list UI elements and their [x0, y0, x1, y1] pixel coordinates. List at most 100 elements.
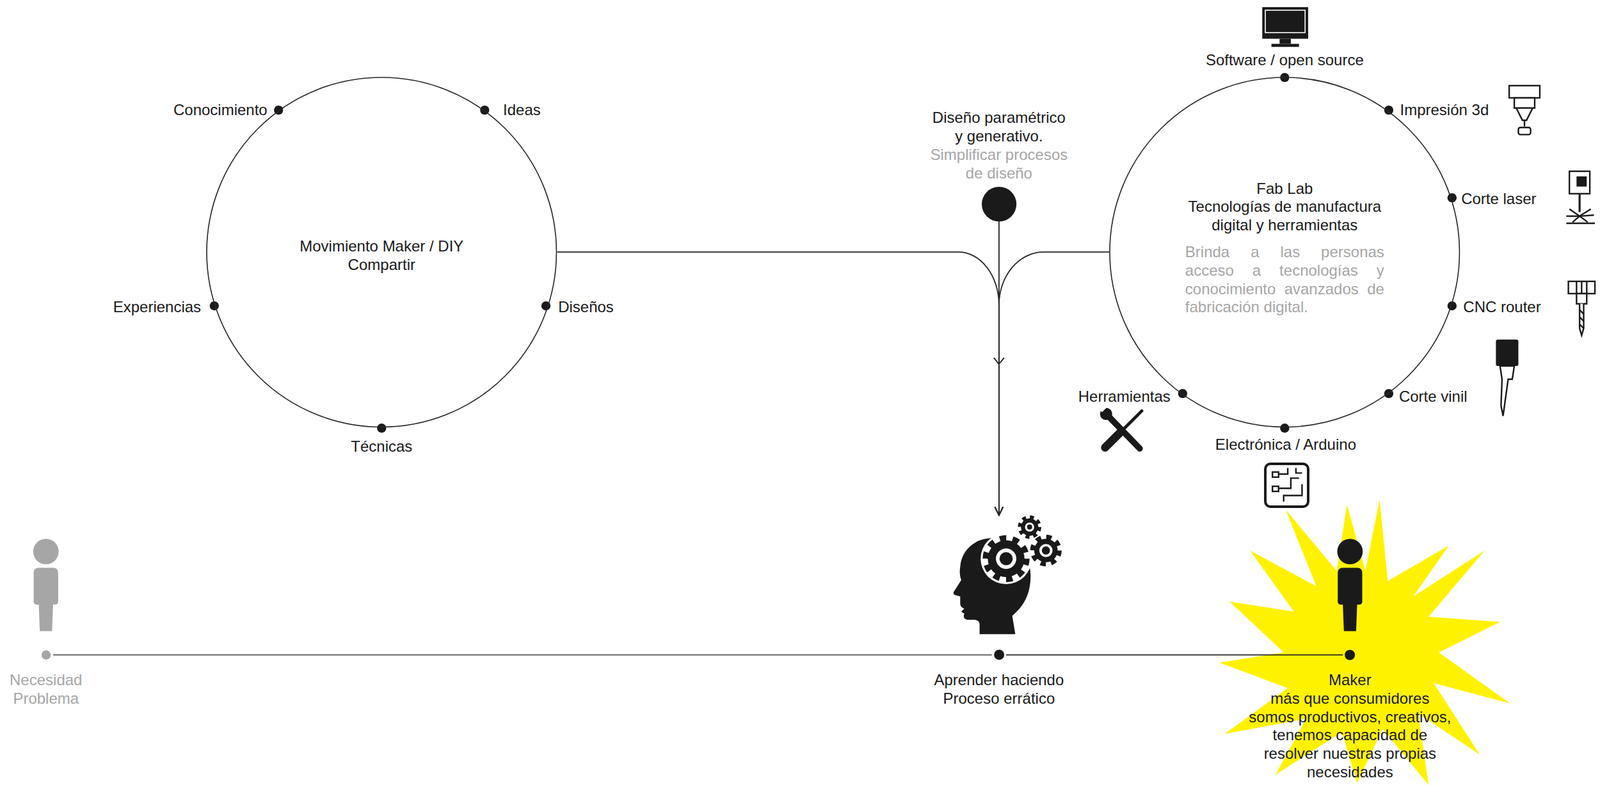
timeline-dot	[993, 650, 1005, 661]
point-dot	[1280, 423, 1289, 433]
gear-backing	[980, 533, 1032, 585]
spindle-rib	[1580, 281, 1583, 294]
parametric-design-dot: Diseño paramétrico y generativo.Simplifi…	[981, 186, 1017, 222]
node-body-text: Tecnologías de manufactura digital y her…	[1182, 197, 1387, 235]
spindle	[1568, 281, 1595, 294]
head-silhouette	[953, 538, 1032, 635]
laser-lens	[1576, 176, 1587, 187]
point-label: Diseños	[558, 298, 614, 317]
monitor	[1262, 7, 1309, 39]
point-dot	[376, 423, 386, 433]
screwdriver-handle	[1105, 432, 1121, 448]
screen-line	[1265, 10, 1305, 33]
computer-icon	[1262, 7, 1309, 47]
collet	[1576, 293, 1587, 304]
printer-head	[1509, 85, 1540, 98]
point-label: Experiencias	[113, 298, 201, 317]
gear-teeth	[985, 538, 1027, 580]
laser-spark	[1579, 216, 1588, 223]
node-body-text: Simplificar procesos de diseño	[929, 145, 1069, 184]
person-head	[33, 538, 59, 565]
thinking-head-icon	[953, 514, 1064, 635]
tools-icon	[1097, 403, 1142, 450]
drill-flute	[1579, 317, 1584, 322]
node-body-text: Brinda a las personas acceso a tecnologí…	[1185, 243, 1385, 317]
cnc-icon	[1568, 281, 1595, 336]
node-outline	[39, 538, 54, 663]
filled-dot	[981, 186, 1017, 222]
laser-head	[1569, 171, 1590, 194]
drill-flute	[1579, 309, 1584, 314]
point-label: Software / open source	[1205, 51, 1364, 70]
trace	[1278, 467, 1288, 475]
node-heading: Aprender haciendo Proceso errático	[928, 671, 1070, 709]
node-heading: Diseño paramétrico y generativo.	[929, 108, 1069, 146]
circle-outline	[206, 77, 557, 427]
node-heading: Fab Lab	[1182, 179, 1387, 199]
need-timeline-point: Necesidad Problema	[39, 538, 54, 663]
trace	[1296, 467, 1303, 473]
node-text-group: Makermás que consumidores somos producti…	[1247, 671, 1453, 783]
timeline-dot	[41, 650, 51, 660]
timeline-dot	[1344, 650, 1355, 661]
point-label: CNC router	[1463, 298, 1541, 317]
point-label: Corte vinil	[1399, 387, 1468, 407]
timeline-line	[53, 654, 992, 656]
laser-spark	[1566, 215, 1580, 217]
laser-icon	[1566, 171, 1595, 224]
laser-spark	[1579, 215, 1594, 217]
node-outline	[981, 186, 1017, 222]
gear-hub	[999, 552, 1014, 566]
point-label: Herramientas	[1078, 387, 1171, 407]
gear-teeth	[1032, 537, 1060, 564]
person-head	[1336, 538, 1363, 565]
drill-bit	[1579, 304, 1584, 336]
person-body	[1337, 568, 1362, 632]
node-heading: Movimiento Maker / DIY Compartir	[288, 237, 475, 275]
node-text-group: Aprender haciendo Proceso errático	[928, 671, 1070, 709]
spindle-rib	[1575, 281, 1577, 294]
gear-ring	[1039, 544, 1053, 558]
gear-ring	[995, 548, 1017, 569]
timeline-line	[1006, 654, 1343, 656]
point-label: Conocimiento	[173, 101, 268, 120]
learning-timeline-point: Aprender haciendo Proceso errático	[992, 515, 1007, 663]
circle-outline	[1109, 77, 1460, 427]
node-body-text: más que consumidores somos productivos, …	[1247, 689, 1453, 783]
spindle-rib	[1585, 281, 1588, 294]
node-heading: Maker	[1247, 671, 1453, 690]
laser-beam	[1578, 193, 1581, 213]
circuit-icon	[1265, 464, 1309, 507]
gear-backing	[1016, 514, 1043, 541]
laser-spark	[1572, 216, 1580, 223]
blade	[1500, 366, 1515, 416]
printed-object	[1518, 127, 1531, 135]
node-outline	[1342, 538, 1357, 663]
node-text-group: Movimiento Maker / DIY Compartir	[206, 76, 557, 428]
gear-ring	[1025, 522, 1035, 532]
person-body	[33, 568, 59, 632]
yellow-burst	[1219, 499, 1510, 785]
trace	[1283, 484, 1303, 502]
component	[1272, 472, 1279, 478]
component	[1272, 486, 1279, 492]
point-label: Impresión 3d	[1400, 101, 1490, 120]
vinyl-icon	[1495, 339, 1519, 417]
flow-arrow	[999, 252, 1110, 516]
point-label: Técnicas	[350, 437, 413, 457]
printer-block	[1514, 97, 1535, 109]
gear-hub	[1027, 524, 1033, 530]
point-label: Corte laser	[1461, 189, 1536, 208]
point-label: Electrónica / Arduino	[1215, 435, 1357, 455]
maker-timeline-point: Makermás que consumidores somos producti…	[1342, 538, 1357, 663]
gear-body	[987, 540, 1024, 578]
board	[1265, 464, 1309, 507]
person-icon	[1336, 538, 1363, 632]
node-outline	[992, 515, 1007, 663]
monitor-stand	[1279, 39, 1291, 45]
laser-spark	[1569, 209, 1580, 217]
person-icon	[33, 538, 59, 632]
node-text-group: Fab LabTecnologías de manufactura digita…	[1182, 179, 1387, 318]
screwdriver-shaft	[1122, 410, 1142, 431]
